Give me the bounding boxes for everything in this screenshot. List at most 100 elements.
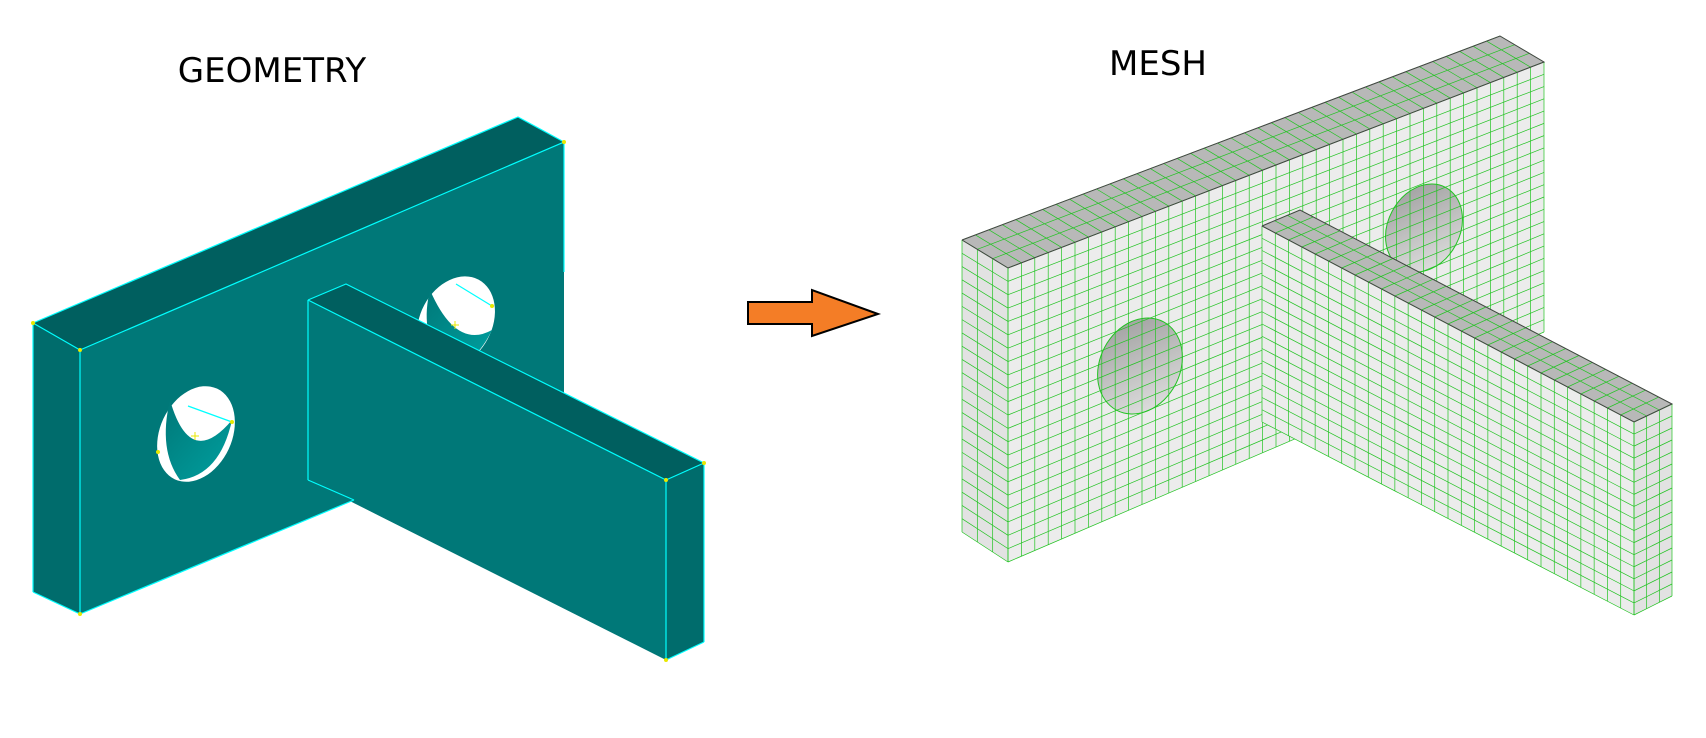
- mesh-grid-line: [1203, 147, 1250, 176]
- right-arrow-icon: [747, 288, 882, 338]
- mesh-title: MESH: [1109, 44, 1207, 84]
- mesh-grid-line: [1633, 427, 1673, 447]
- mesh-grid-line: [1633, 559, 1673, 580]
- mesh-grid-line: [1633, 415, 1673, 435]
- mesh-grid-line: [961, 372, 1009, 402]
- mesh-grid-line: [1284, 117, 1330, 145]
- mesh-grid-line: [988, 229, 1035, 258]
- mesh-model: [961, 35, 1674, 616]
- mesh-grid-line: [1042, 209, 1089, 238]
- mesh-grid-line: [1381, 272, 1420, 290]
- mesh-grid-line: [1633, 463, 1673, 483]
- mesh-grid-line: [1607, 389, 1646, 409]
- geometry-title: GEOMETRY: [178, 51, 367, 91]
- mesh-grid-line: [1261, 360, 1635, 555]
- mesh-grid-line: [1261, 397, 1635, 592]
- mesh-grid-line: [1633, 523, 1673, 543]
- mesh-grid-line: [1261, 335, 1635, 531]
- mesh-grid-line: [1394, 278, 1433, 297]
- mesh-grid-line: [1288, 223, 1327, 241]
- mesh-grid-line: [961, 478, 1009, 509]
- mesh-grid-line: [1620, 396, 1659, 416]
- geometry-hole-left: [157, 386, 235, 482]
- mesh-grid-line: [1311, 107, 1357, 135]
- mesh-grid-line: [1392, 76, 1437, 104]
- geometry-hole-left-seam: [187, 405, 233, 423]
- mesh-grid-line: [1554, 362, 1593, 381]
- mesh-grid-line: [1434, 299, 1473, 318]
- geometry-web-top-face: [308, 284, 704, 480]
- mesh-grid-line: [961, 465, 1009, 496]
- mesh-grid-line: [1447, 306, 1487, 325]
- mesh-grid-line: [1096, 188, 1143, 217]
- mesh-grid-line: [1136, 173, 1183, 202]
- geometry-base-side-face: [33, 323, 80, 614]
- mesh-grid-line: [1217, 142, 1263, 171]
- geometry-hole-left-inner-wall: [165, 400, 232, 480]
- mesh-grid-line: [1365, 86, 1411, 114]
- mesh-grid-line: [961, 398, 1009, 429]
- mesh-grid-line: [961, 452, 1009, 483]
- mesh-grid-line: [992, 53, 1530, 259]
- mesh-grid-line: [1029, 214, 1076, 243]
- geometry-base-top-face: [33, 117, 564, 350]
- mesh-grid-line: [1007, 86, 1545, 296]
- mesh-grid-line: [1082, 193, 1129, 222]
- mesh-grid-line: [1261, 372, 1635, 568]
- geometry-model: [31, 116, 706, 662]
- mesh-grid-line: [1109, 183, 1156, 212]
- mesh-grid-line: [1500, 334, 1540, 353]
- mesh-grid-line: [1261, 323, 1635, 519]
- mesh-grid-line: [1633, 547, 1673, 568]
- mesh-grid-line: [1261, 286, 1635, 483]
- mesh-grid-line: [1261, 237, 1635, 435]
- mesh-grid-line: [1633, 439, 1673, 459]
- mesh-grid-line: [1244, 132, 1290, 161]
- mesh-grid-line: [1230, 137, 1277, 166]
- mesh-grid-line: [1633, 499, 1673, 519]
- mesh-grid-line: [1633, 583, 1673, 604]
- mesh-grid-line: [1378, 81, 1424, 109]
- mesh-grid-line: [1432, 61, 1478, 89]
- mesh-outline: [961, 35, 1674, 423]
- mesh-grid-line: [961, 518, 1009, 549]
- mesh-grid-line: [961, 252, 1009, 282]
- mesh-grid-line: [1341, 251, 1380, 269]
- mesh-grid-line: [1368, 265, 1407, 283]
- mesh-grid-line: [961, 266, 1009, 296]
- mesh-grid-line: [961, 306, 1009, 336]
- mesh-grid-line: [1261, 348, 1635, 543]
- mesh-grid-line: [1007, 98, 1545, 309]
- mesh-grid-line: [1633, 535, 1673, 556]
- mesh-grid-line: [961, 412, 1009, 443]
- geometry-web-front-face: [308, 300, 666, 660]
- mesh-grid-line: [1261, 250, 1635, 447]
- mesh-grid-line: [1257, 127, 1303, 156]
- mesh-grid-line: [1633, 595, 1673, 616]
- mesh-grid-line: [1315, 237, 1354, 255]
- geometry-hole-right-seam: [455, 283, 493, 307]
- mesh-grid-line: [1002, 224, 1049, 253]
- mesh-grid-line: [1055, 204, 1102, 233]
- mesh-grid-line: [1163, 163, 1210, 192]
- mesh-grid-line: [1301, 230, 1340, 248]
- mesh-grid-line: [961, 332, 1009, 362]
- mesh-grid-line: [961, 319, 1009, 349]
- mesh-grid-line: [1405, 71, 1451, 99]
- mesh-grid-line: [1446, 56, 1491, 83]
- mesh-web-top-face: [1262, 210, 1672, 422]
- mesh-grid-line: [961, 505, 1009, 536]
- mesh-grid-line: [961, 292, 1009, 322]
- mesh-grid-line: [1007, 73, 1545, 282]
- mesh-base-top-face: [962, 36, 1544, 268]
- mesh-grid-line: [961, 385, 1009, 416]
- mesh-grid-line: [1271, 122, 1317, 150]
- mesh-grid-line: [1261, 274, 1635, 471]
- mesh-grid-line: [1514, 341, 1553, 360]
- mesh-grid-line: [1274, 220, 1647, 417]
- mesh-grid-line: [1261, 409, 1635, 604]
- mesh-grid-line: [1408, 285, 1447, 304]
- mesh-grid-line: [961, 491, 1009, 523]
- mesh-grid-line: [1261, 299, 1635, 495]
